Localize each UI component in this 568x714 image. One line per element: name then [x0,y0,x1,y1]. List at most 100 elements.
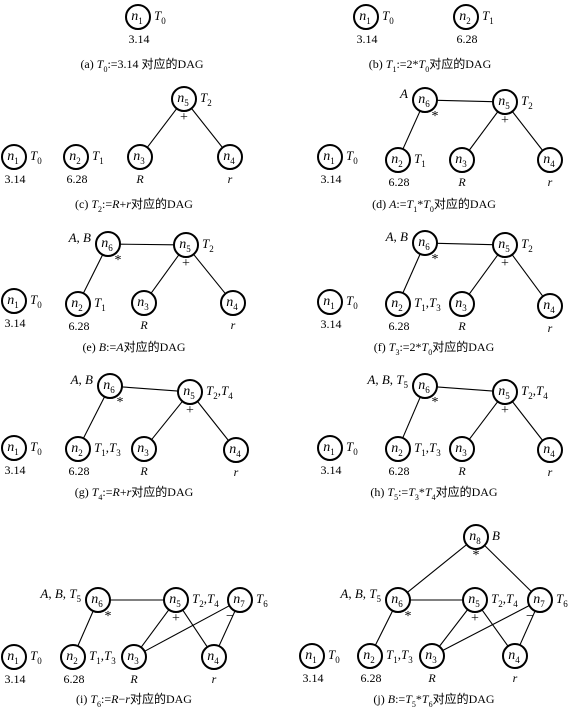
caption-c: (c) T2​:=R+r对应的DAG [75,196,193,214]
node-value: 6.28 [389,319,410,333]
node-n5: n5​T2​+ [173,232,214,271]
node-name: n3​ [425,648,437,665]
node-operator: * [115,253,122,268]
node-operator: + [501,403,509,418]
node-n5: n5​T2​,T4​+ [163,587,219,626]
node-circle [63,144,89,170]
node-value: 6.28 [389,464,410,478]
node-circle [227,587,253,613]
node-identifiers: T2​ [200,90,212,108]
node-value: 6.28 [67,172,88,186]
node-name: n5​ [179,237,191,254]
node-name: n4​ [229,442,241,459]
node-name: n4​ [226,295,238,312]
node-name: n6​ [418,235,430,252]
node-circle [299,643,325,669]
edge-n6-n2 [374,610,394,646]
node-name: n2​ [391,441,403,458]
node-operator: + [471,611,479,626]
node-identifiers: T6​ [256,591,268,609]
edge-n5-n3 [140,609,170,648]
node-identifiers: T0​ [154,8,166,26]
node-circle [125,4,151,30]
node-operator: * [432,109,439,124]
node-n6: n6​A, B* [68,230,122,268]
node-name: n2​ [459,9,471,26]
node-n2: n2​T1​,T3​6.28 [385,436,441,478]
node-value: 6.28 [361,671,382,685]
node-circle [385,587,411,613]
node-n5: n5​T2​+ [492,89,533,128]
node-identifiers: T1​,T3​ [414,295,441,313]
node-circle [537,293,563,319]
node-value: 6.28 [69,319,90,333]
node-circle [65,436,91,462]
node-n3: n3​R [131,436,157,478]
node-operator: + [172,611,180,626]
edge-n5-n3 [150,254,180,294]
node-value: 3.14 [129,32,150,46]
node-name: n4​ [543,298,555,315]
edge-n5-n4 [511,401,544,441]
node-circle [449,436,475,462]
edge-n5-n4 [191,108,223,148]
node-name: n1​ [7,293,19,310]
node-name: n4​ [207,649,219,666]
node-identifiers: T2​ [521,93,533,111]
node-n1: n1​T0​3.14 [1,288,42,330]
node-circle [412,87,438,113]
edge-n5-n4 [511,254,544,297]
node-value: 6.28 [69,464,90,478]
node-operator: * [117,395,124,410]
node-n7: n7​T6​− [526,587,568,624]
node-identifiers: T2​ [521,236,533,254]
edge-n6-n2 [402,396,421,439]
dag-panel-a: n1​T0​3.14(a) T0​:=3.14 对应的DAG [80,4,204,74]
edge-n5-n3 [146,108,178,148]
node-circle [463,524,489,550]
node-name: n2​ [66,649,78,666]
node-n8: n8​B* [463,524,500,563]
node-identifiers: T1​ [94,295,106,313]
node-n4: n4​r [502,643,528,685]
node-n3: n3​R [419,643,445,685]
node-value: 3.14 [321,317,342,331]
node-circle [217,144,243,170]
node-operator: * [473,548,480,563]
node-n4: n4​r [217,144,243,186]
node-n5: n5​T2​,T4​+ [177,379,233,418]
node-n7: n7​T6​− [226,587,268,624]
node-name: n6​ [101,236,113,253]
dag-panel-e: n1​T0​3.14n2​T1​6.28n3​Rn4​rn5​T2​+n6​A,… [1,230,246,354]
node-identifiers: A, B [70,372,93,387]
node-circle [317,435,343,461]
node-circle [357,643,383,669]
node-value: 3.14 [357,32,378,46]
node-identifiers: A [399,86,408,101]
edge-n5-n3 [468,254,499,295]
node-identifiers: A, B, T5​ [366,372,408,390]
node-n3: n3​R [131,290,157,332]
node-name: n1​ [305,648,317,665]
node-identifiers: T1​,T3​ [94,440,121,458]
node-identifiers: T2​,T4​ [491,591,518,609]
node-value: r [548,175,553,189]
node-name: n5​ [498,94,510,111]
node-circle [317,289,343,315]
node-circle [220,290,246,316]
node-name: n6​ [391,592,403,609]
node-value: 6.28 [457,32,478,46]
node-value: r [228,172,233,186]
node-name: n6​ [91,592,103,609]
node-value: 3.14 [321,463,342,477]
node-circle [131,290,157,316]
edge-n6-n2 [402,110,421,150]
caption-j: (j) B:=T5​*T6​对应的DAG [373,691,494,709]
edge-n8-n7 [484,545,532,592]
node-value: R [129,672,138,686]
node-value: r [234,465,239,479]
node-circle [462,587,488,613]
node-circle [97,373,123,399]
node-n1: n1​T0​3.14 [317,435,358,477]
node-n4: n4​r [201,644,227,686]
